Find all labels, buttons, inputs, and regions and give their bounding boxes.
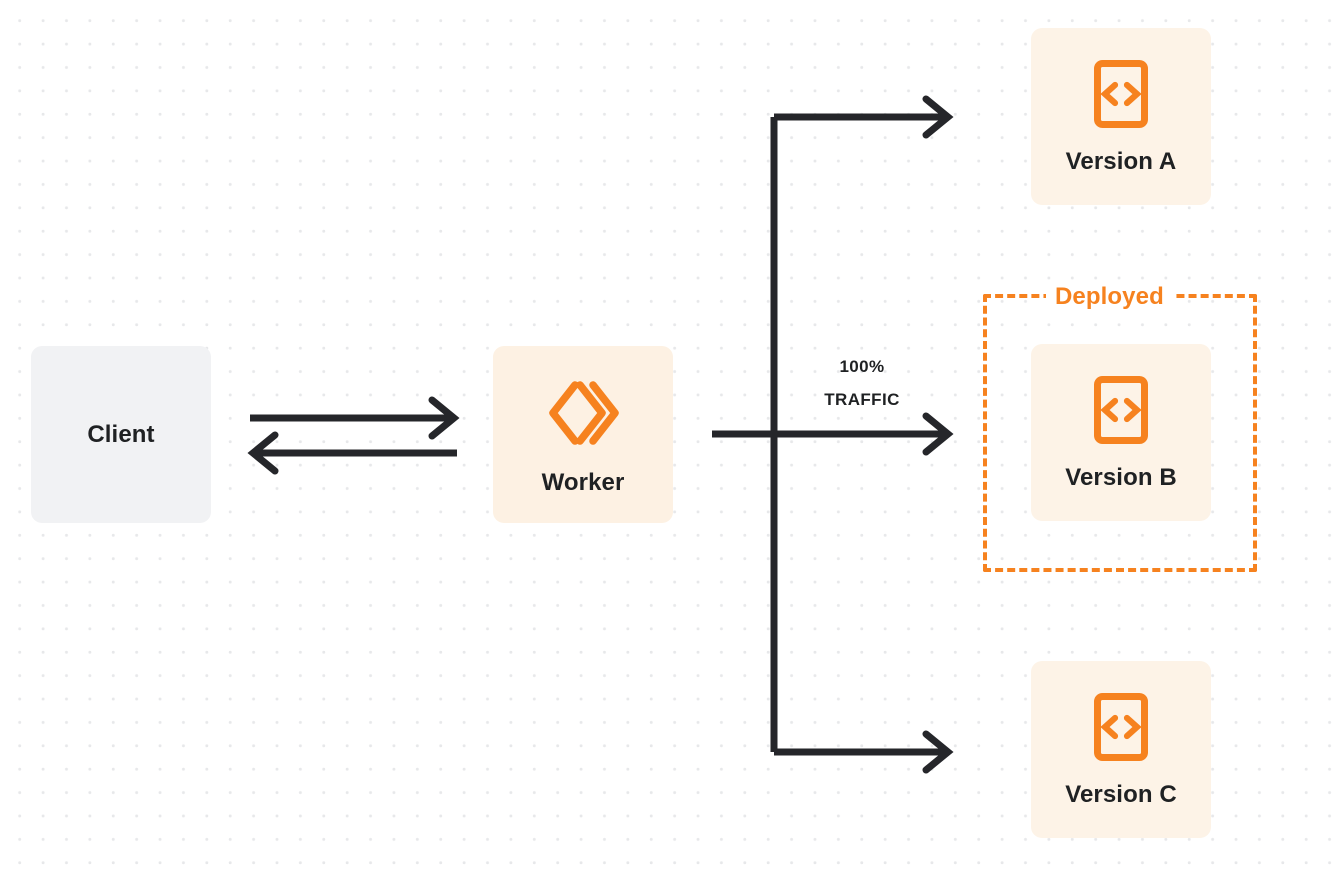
node-version-a-label: Version A [1065,148,1177,175]
arrowhead-version-c [922,730,954,774]
node-client[interactable]: Client [31,346,211,523]
traffic-percent: 100% [839,357,885,376]
traffic-label: 100% TRAFFIC [782,350,942,416]
node-client-label: Client [87,420,155,448]
deployed-group-label: Deployed [1046,284,1173,310]
cloudflare-workers-logo-icon [549,380,619,445]
code-brackets-icon [1094,376,1148,444]
node-worker-label: Worker [541,468,625,496]
traffic-word: TRAFFIC [824,390,900,409]
edge-client-to-worker [250,396,460,440]
arrowhead-version-b [922,412,954,456]
node-version-a[interactable]: Version A [1031,28,1211,205]
edge-traffic-trunk [712,113,944,756]
node-version-b-label: Version B [1065,464,1177,491]
code-brackets-icon [1094,60,1148,128]
arrowhead-version-a [922,95,954,139]
node-version-c-label: Version C [1065,781,1177,808]
node-version-c[interactable]: Version C [1031,661,1211,838]
node-worker[interactable]: Worker [493,346,673,523]
edge-worker-to-client [247,431,457,475]
code-brackets-icon [1094,693,1148,761]
node-version-b[interactable]: Version B [1031,344,1211,521]
